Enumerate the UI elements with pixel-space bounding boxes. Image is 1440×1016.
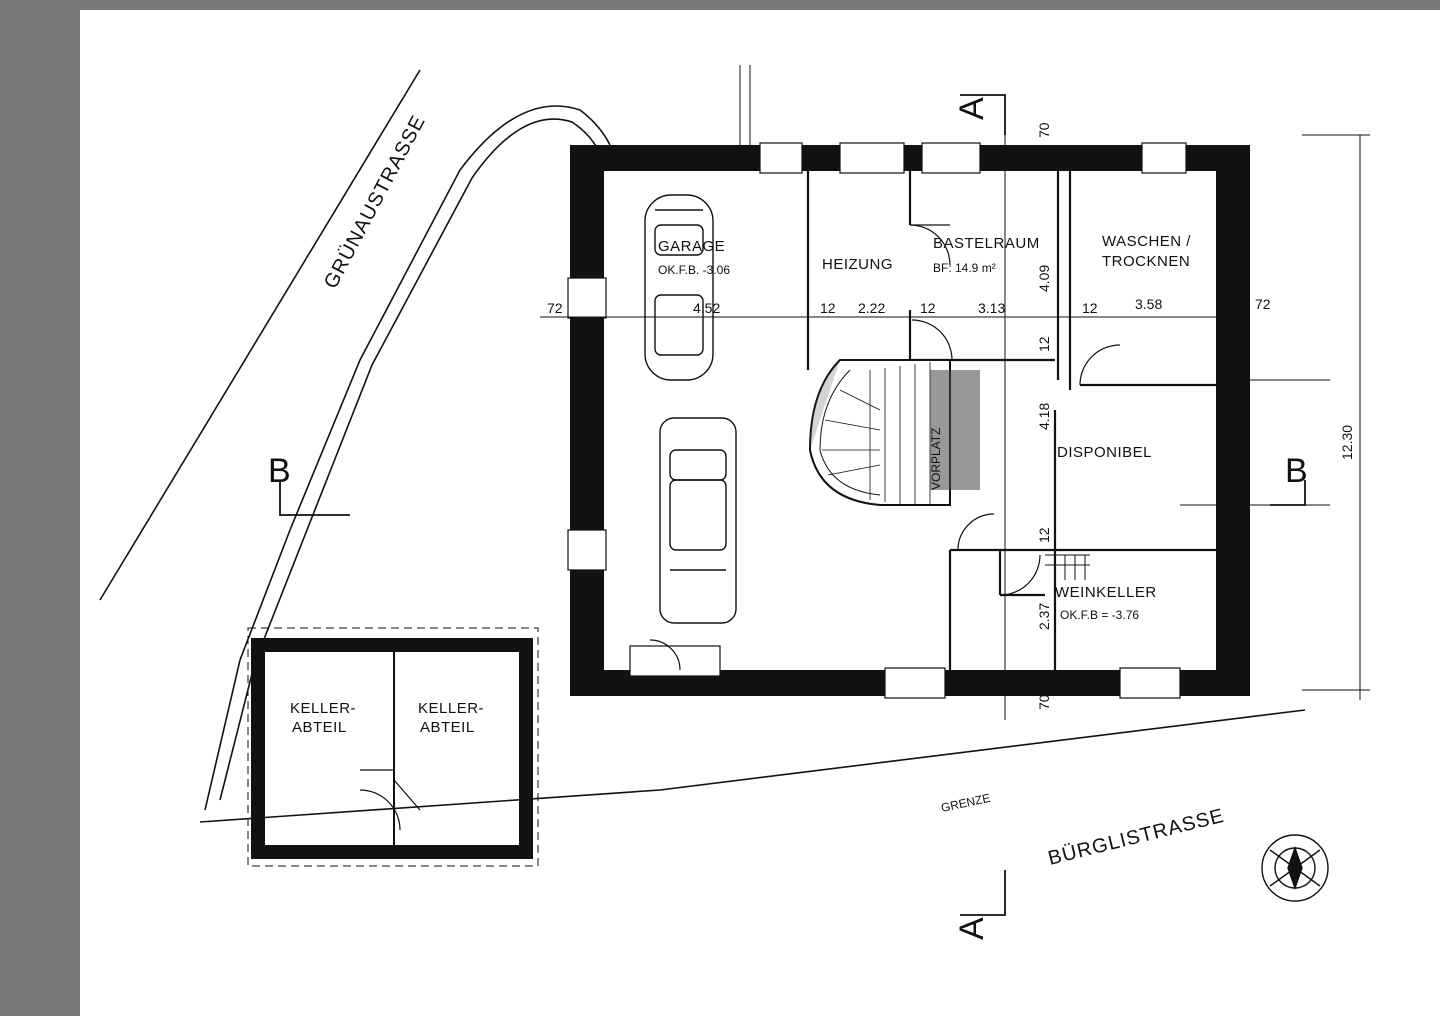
windows	[567, 142, 1187, 699]
room-disponibel: DISPONIBEL	[1057, 444, 1152, 461]
main-building-walls	[570, 145, 1250, 696]
room-vorplatz: VORPLATZ	[929, 428, 943, 490]
dim-h-5: 3.13	[978, 300, 1005, 316]
door-swings	[649, 224, 1121, 671]
dim-v-2: 12	[1036, 336, 1052, 352]
room-waschen: WASCHEN /	[1102, 233, 1191, 250]
dim-v-6: 70	[1036, 694, 1052, 710]
room-garage: GARAGE	[658, 238, 725, 255]
dim-h-0: 72	[547, 300, 563, 316]
room-weinkeller-level: OK.F.B = -3.76	[1060, 608, 1139, 622]
drawing-sheet: GRÜNAUSTRASSE BÜRGLISTRASSE GRENZE A A B…	[80, 10, 1440, 1016]
room-keller2-line1: KELLER-	[418, 700, 484, 717]
dim-h-6: 12	[1082, 300, 1098, 316]
dim-h-4: 12	[920, 300, 936, 316]
street-south: BÜRGLISTRASSE	[1046, 805, 1227, 870]
driveway	[204, 105, 611, 811]
dim-h-2: 12	[820, 300, 836, 316]
boundary-label: GRENZE	[940, 791, 992, 815]
room-trocknen: TROCKNEN	[1102, 253, 1190, 270]
room-bastelraum: BASTELRAUM	[933, 235, 1040, 252]
section-a-bottom: A	[953, 917, 991, 940]
room-keller2-line2: ABTEIL	[420, 719, 475, 736]
dim-h-3: 2.22	[858, 300, 885, 316]
dim-h-1: 4.52	[693, 300, 720, 316]
dim-v-5: 2.37	[1036, 603, 1052, 630]
vorplatz-hatch	[930, 370, 980, 490]
dim-overall: 12.30	[1339, 425, 1355, 460]
section-a-top: A	[953, 97, 991, 120]
dim-v-4: 12	[1036, 527, 1052, 543]
room-weinkeller: WEINKELLER	[1055, 584, 1157, 601]
driveway-inner	[219, 118, 599, 801]
floor-plan: GRÜNAUSTRASSE BÜRGLISTRASSE GRENZE A A B…	[99, 65, 1370, 940]
street-lines	[99, 69, 1306, 823]
dim-v-3: 4.18	[1036, 403, 1052, 430]
section-marker-lines	[279, 94, 1306, 916]
weinkeller-stairs	[1045, 554, 1090, 580]
compass-rose-icon	[1261, 834, 1329, 902]
car-bottom	[659, 417, 737, 624]
dim-h-8: 72	[1255, 296, 1271, 312]
keller-annex	[247, 627, 539, 867]
dim-v-1: 4.09	[1036, 265, 1052, 292]
dim-h-7: 3.58	[1135, 296, 1162, 312]
section-b-right: B	[1285, 452, 1308, 490]
room-bastelraum-area: BF: 14.9 m²	[933, 261, 996, 275]
room-garage-level: OK.F.B. -3.06	[658, 263, 730, 277]
room-keller1-line2: ABTEIL	[292, 719, 347, 736]
section-b-left: B	[268, 452, 291, 490]
dim-v-0: 70	[1036, 122, 1052, 138]
car-top	[644, 194, 714, 381]
room-heizung: HEIZUNG	[822, 256, 893, 273]
street-north: GRÜNAUSTRASSE	[320, 112, 430, 293]
room-keller1-line1: KELLER-	[290, 700, 356, 717]
